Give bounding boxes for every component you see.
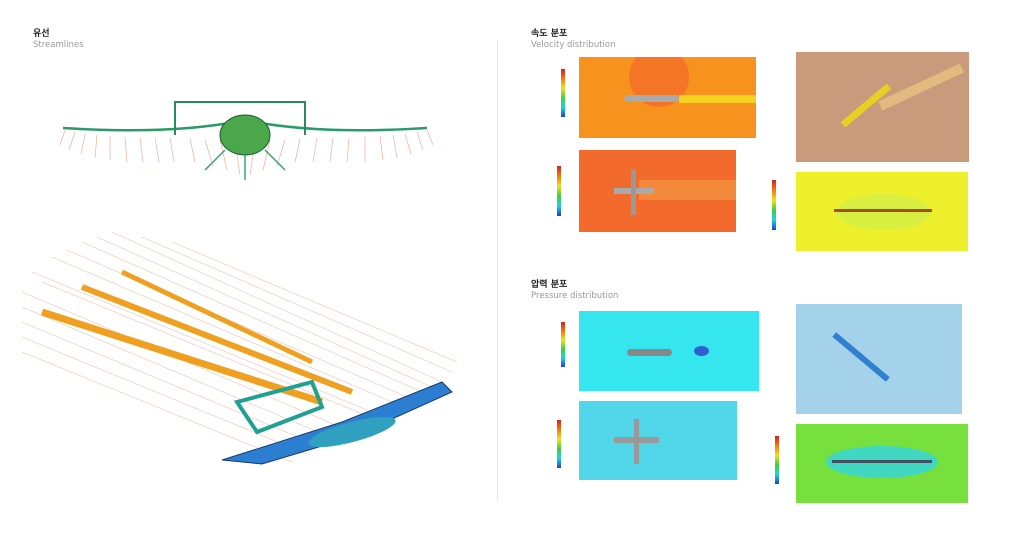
velocity-colorbar-4 — [772, 180, 776, 230]
pressure-colorbar-4 — [775, 436, 779, 484]
velocity-heading: 속도 분포 Velocity distribution — [531, 29, 616, 51]
velocity-colorbar-1 — [561, 69, 565, 117]
velocity-panel-side-view — [579, 57, 756, 138]
streamlines-3d-view-image — [22, 232, 458, 465]
velocity-title-en: Velocity distribution — [531, 40, 616, 50]
streamlines-title-ko: 유선 — [33, 29, 50, 39]
pressure-panel-3d-view — [796, 304, 962, 414]
streamlines-heading: 유선 Streamlines — [33, 29, 84, 51]
velocity-colorbar-3 — [557, 166, 561, 216]
column-divider — [497, 40, 498, 500]
pressure-panel-top-view — [579, 401, 737, 480]
velocity-panel-top-view — [579, 150, 736, 232]
pressure-colorbar-3 — [557, 420, 561, 468]
pressure-colorbar-1 — [561, 322, 565, 367]
pressure-panel-front-view — [796, 424, 968, 503]
streamlines-title-en: Streamlines — [33, 40, 84, 50]
pressure-panel-side-view — [579, 311, 759, 391]
pressure-heading: 압력 분포 Pressure distribution — [531, 280, 618, 302]
streamlines-front-view-image — [59, 101, 434, 180]
velocity-panel-front-view — [796, 172, 968, 251]
pressure-title-ko: 압력 분포 — [531, 280, 568, 290]
velocity-title-ko: 속도 분포 — [531, 29, 568, 39]
velocity-panel-3d-view — [796, 52, 969, 162]
pressure-title-en: Pressure distribution — [531, 291, 619, 301]
